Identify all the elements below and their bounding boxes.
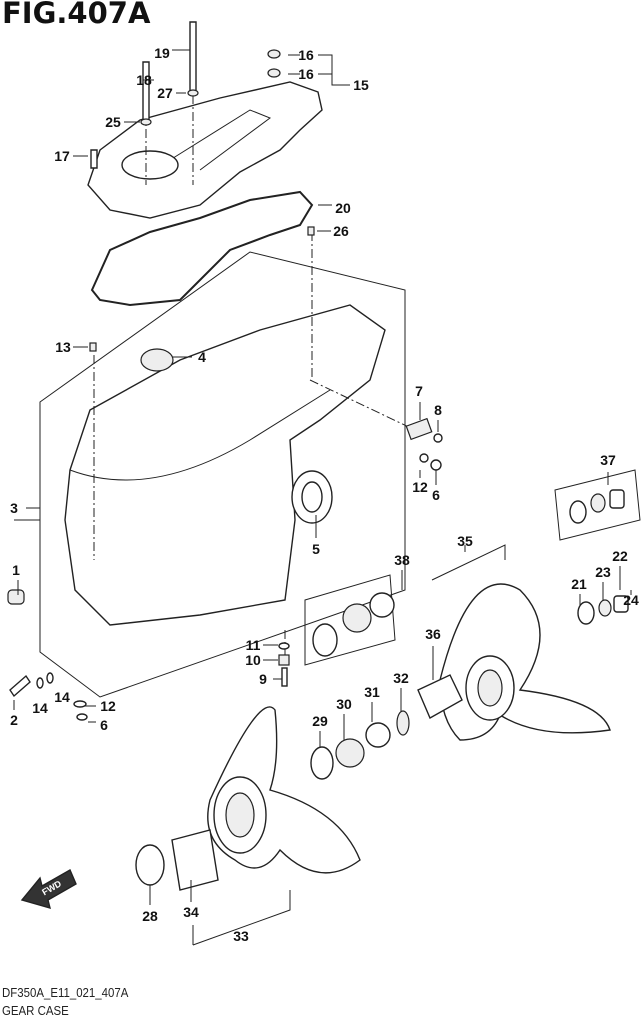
gear-case-body <box>64 304 386 626</box>
part-callout: 36 <box>425 626 441 642</box>
part-callout: 3 <box>10 500 18 516</box>
part-callout: 25 <box>105 114 121 130</box>
part-callout: 34 <box>183 904 199 920</box>
part-callout: 38 <box>394 552 410 568</box>
part-callout: 10 <box>245 652 261 668</box>
part-callout: 18 <box>136 72 152 88</box>
part-callout: 11 <box>246 637 261 653</box>
part-callout: 16 <box>298 47 314 63</box>
part-callout: 32 <box>393 670 409 686</box>
part-callout: 14 <box>32 700 48 716</box>
part-callout: 21 <box>571 576 587 592</box>
part-callout: 26 <box>333 223 349 239</box>
part-callout: 4 <box>198 349 206 365</box>
part-callout: 27 <box>157 85 173 101</box>
gasket <box>90 190 314 307</box>
part-callout: 13 <box>55 339 71 355</box>
part-callout: 1 <box>12 562 20 578</box>
part-callout: 31 <box>364 684 380 700</box>
part-callout: 15 <box>353 77 369 93</box>
part-callout: 22 <box>612 548 628 564</box>
figure-title: FIG.407A <box>2 0 151 30</box>
top-cover-plate <box>87 81 323 219</box>
part-callout: 6 <box>432 487 440 503</box>
part-callout: 37 <box>600 452 616 468</box>
part-callout: 35 <box>457 533 473 549</box>
part-callout: 9 <box>259 671 267 687</box>
part-callout: 29 <box>312 713 328 729</box>
part-callout: 33 <box>233 928 249 944</box>
part-callout: 16 <box>298 66 314 82</box>
part-callout: 30 <box>336 696 352 712</box>
part-callout: 24 <box>623 592 639 608</box>
drawing-code: DF350A_E11_021_407A <box>2 985 129 1000</box>
drawing-caption: GEAR CASE <box>2 1003 69 1018</box>
forward-arrow-icon: FWD <box>20 869 77 910</box>
part-callout: 20 <box>335 200 351 216</box>
part-callout: 8 <box>434 402 442 418</box>
part-callout: 7 <box>415 383 423 399</box>
part-callout: 19 <box>154 45 170 61</box>
part-callout: 28 <box>142 908 158 924</box>
part-callout: 23 <box>595 564 611 580</box>
part-callout: 14 <box>54 689 70 705</box>
part-callout: 12 <box>100 698 116 714</box>
part-callout: 17 <box>54 148 70 164</box>
part-callout: 2 <box>10 712 18 728</box>
part-callout: 5 <box>312 541 320 557</box>
part-callout: 6 <box>100 717 108 733</box>
part-callout: 12 <box>412 479 428 495</box>
